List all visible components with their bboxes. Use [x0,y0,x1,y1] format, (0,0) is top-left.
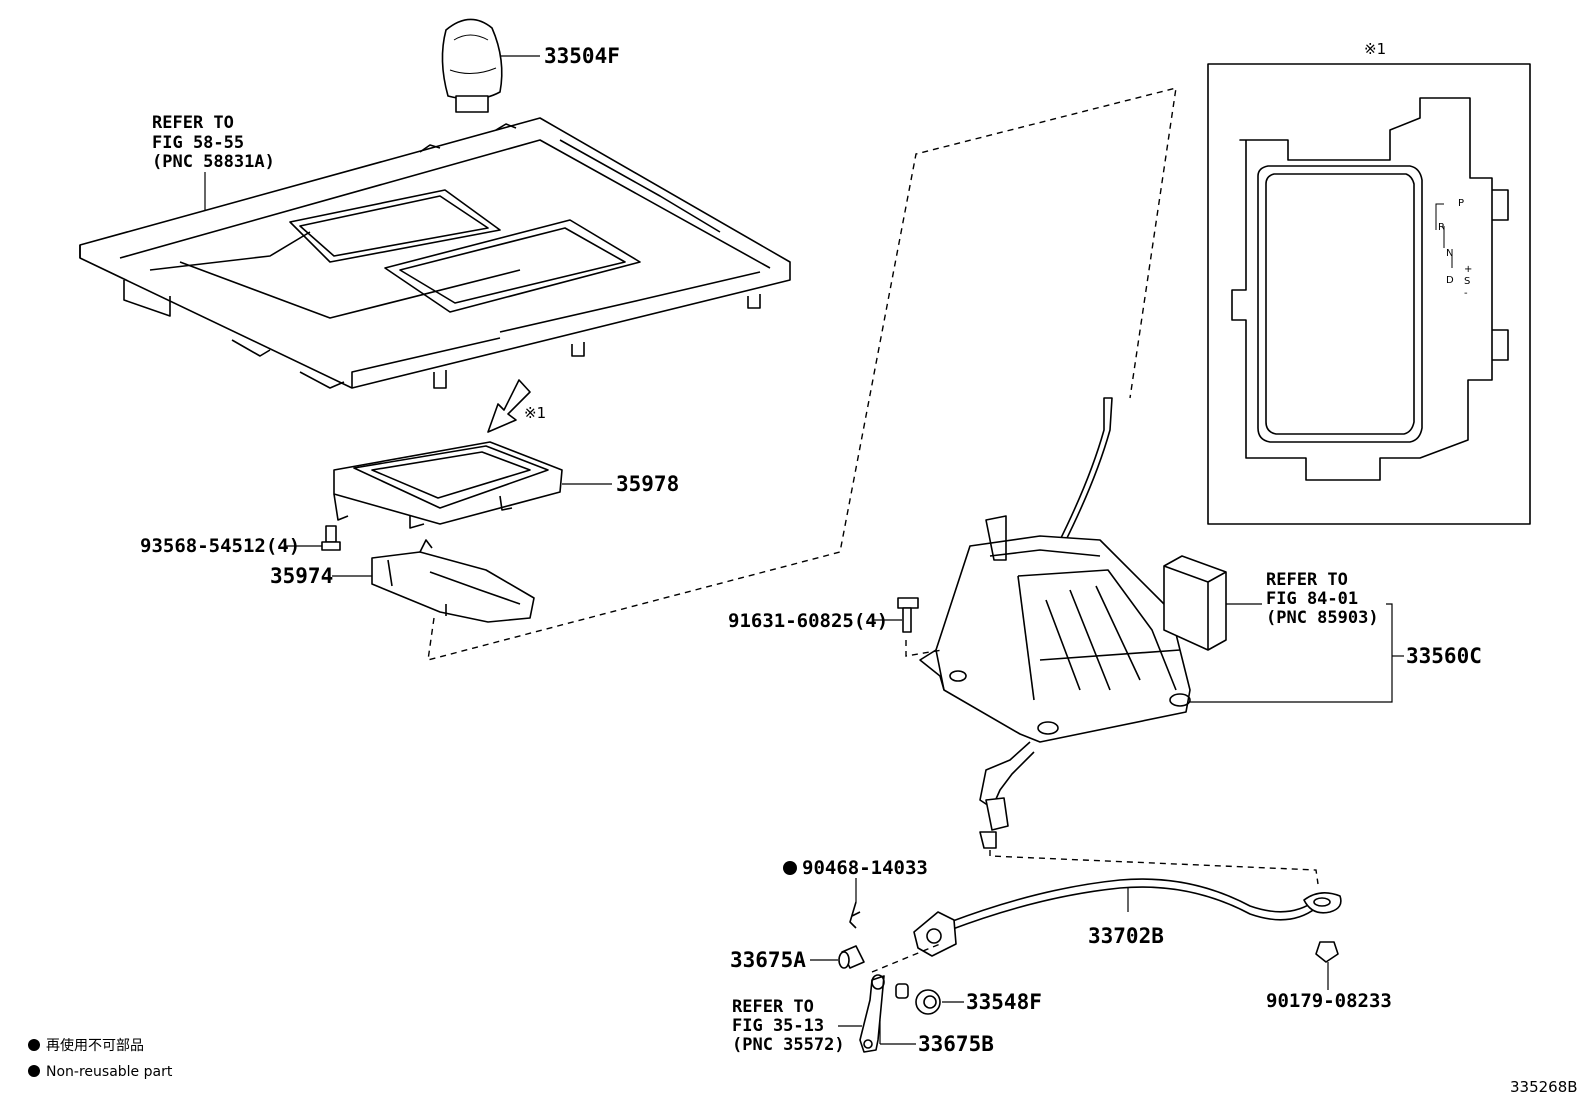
gear-N: N [1446,248,1453,259]
callout-90468: 90468-14033 [802,857,928,879]
callout-93568: 93568-54512(4) [140,535,300,557]
gear-S: S [1464,276,1470,287]
callout-91631: 91631-60825(4) [728,610,888,632]
callout-33560C: 33560C [1406,644,1482,668]
callout-33504F: 33504F [544,44,620,68]
non-reusable-bullet-icon [28,1039,40,1051]
shifter-dashed-link [989,850,1319,885]
gear-D: D [1446,275,1454,286]
control-module [1163,555,1262,651]
callout-90179: 90179-08233 [1266,990,1392,1012]
pin-33675A [810,945,865,969]
view-arrow-mark: ※1 [524,404,546,422]
legend-en: Non-reusable part [46,1064,173,1080]
screw-93568 [284,525,341,551]
ref-console-line2: FIG 58-55 [152,133,244,153]
indicator-dashed-link [427,87,1177,661]
shifter-assembly [919,397,1191,849]
inset-view [1207,63,1531,525]
shift-knob [441,18,540,113]
callout-33548F: 33548F [966,990,1042,1014]
lever-33675B [859,943,941,1053]
callout-35974: 35974 [270,564,333,588]
shift-indicator [332,539,535,623]
gear-plus: + [1464,264,1472,275]
callout-33702B: 33702B [1088,924,1164,948]
nut-90179 [1315,941,1339,990]
ref-console-line3: (PNC 58831A) [152,152,275,172]
shifter-bracket [1190,603,1393,703]
ref-module-line2: FIG 84-01 [1266,589,1358,609]
bolt-91631 [872,597,943,657]
bushing-33548F [895,983,964,1015]
shift-cable [913,878,1342,957]
inset-mark: ※1 [1364,40,1386,58]
callout-33675B: 33675B [918,1032,994,1056]
gear-R: R [1438,222,1445,233]
view-arrow [487,379,531,433]
gear-minus: - [1464,288,1468,299]
ref-lever-line3: (PNC 35572) [732,1035,845,1055]
ref-lever-line1: REFER TO [732,997,814,1017]
ref-module-line1: REFER TO [1266,570,1348,590]
callout-33675A: 33675A [730,948,806,972]
diagram-code: 335268B [1510,1078,1578,1096]
console-frame [79,117,791,389]
callout-35978: 35978 [616,472,679,496]
non-reusable-bullet-icon [28,1065,40,1077]
legend-jp: 再使用不可部品 [46,1037,144,1054]
ref-module-line3: (PNC 85903) [1266,608,1379,628]
shift-bezel [333,441,612,529]
legend [28,1039,40,1077]
gear-P: P [1458,198,1464,209]
ref-lever-line2: FIG 35-13 [732,1016,824,1036]
clip-90468 [783,861,861,929]
ref-console-line1: REFER TO [152,113,234,133]
